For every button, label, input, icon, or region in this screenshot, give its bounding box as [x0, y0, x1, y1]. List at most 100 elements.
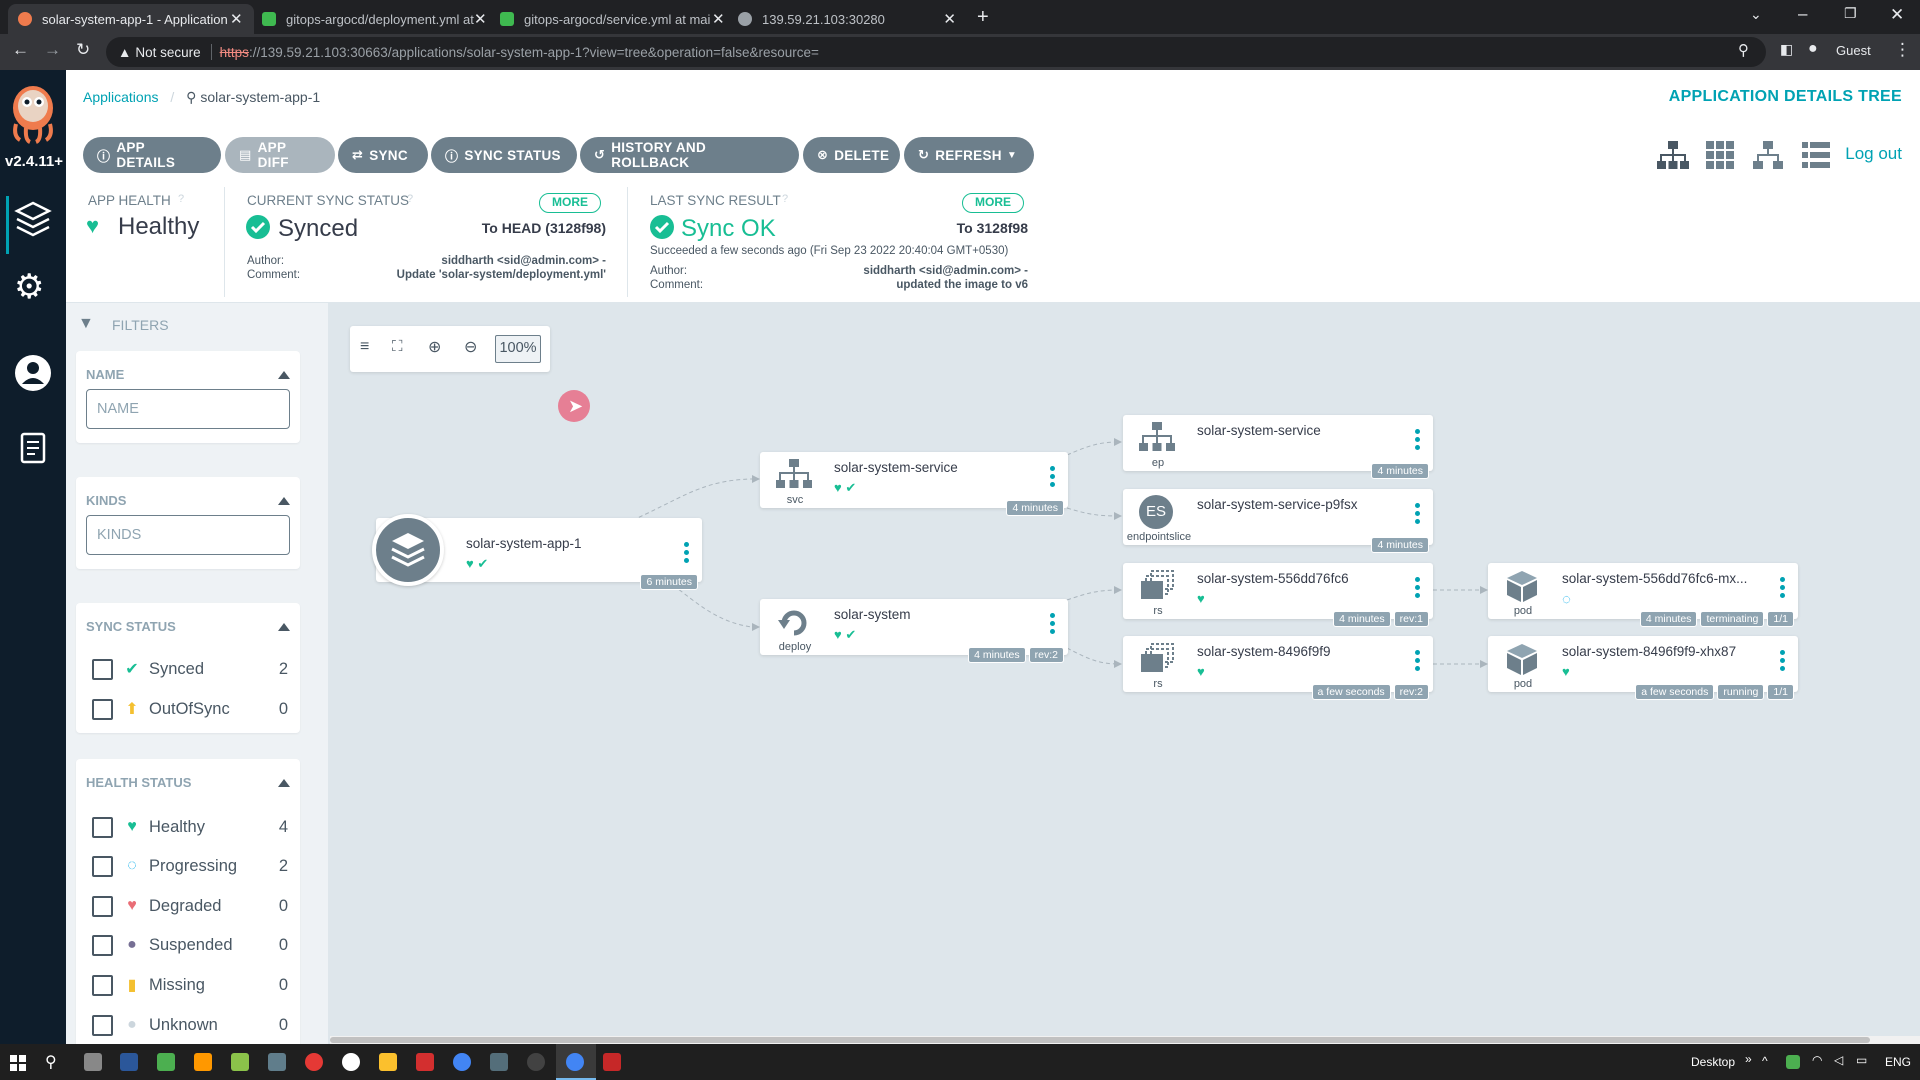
forward-icon[interactable]: →	[44, 40, 61, 59]
horizontal-scrollbar[interactable]	[330, 1036, 1920, 1044]
collapse-caret-icon[interactable]	[278, 497, 290, 505]
filter-suspended[interactable]: ● Suspended 0	[92, 933, 288, 957]
clock-app-icon[interactable]	[342, 1053, 360, 1071]
node-menu-kebab-icon[interactable]	[1050, 466, 1055, 490]
fit-screen-icon[interactable]: ⛶	[392, 338, 403, 355]
align-left-icon[interactable]: ≡	[360, 338, 370, 355]
minimize-icon[interactable]: –	[1798, 4, 1808, 23]
tree-node-replicaset-2[interactable]: rs solar-system-8496f9f9 ♥ a few seconds…	[1123, 636, 1433, 700]
last-sync-more-button[interactable]: MORE	[962, 193, 1024, 213]
tree-node-pod-1[interactable]: pod solar-system-556dd76fc6-mx... ◌ 4 mi…	[1488, 563, 1798, 627]
breadcrumb-applications-link[interactable]: Applications	[83, 89, 159, 105]
close-tab-icon[interactable]: ✕	[230, 11, 243, 28]
node-menu-kebab-icon[interactable]	[1415, 503, 1420, 527]
tree-node-endpoints[interactable]: ep solar-system-service 4 minutes	[1123, 415, 1433, 479]
tray-app-icon[interactable]	[1786, 1055, 1800, 1069]
help-icon[interactable]: ?	[782, 193, 789, 205]
user-info-icon[interactable]	[14, 354, 52, 392]
tab-search-icon[interactable]: ⌄	[1750, 6, 1762, 22]
back-icon[interactable]: ←	[12, 40, 29, 59]
checkbox[interactable]	[92, 816, 113, 838]
windows-start-icon[interactable]	[10, 1055, 26, 1071]
browser-tab-1[interactable]: solar-system-app-1 - Application ✕	[8, 4, 254, 34]
volume-icon[interactable]: ◁	[1834, 1053, 1844, 1067]
language-indicator[interactable]: ENG	[1885, 1055, 1912, 1069]
collapse-caret-icon[interactable]	[278, 371, 290, 379]
node-menu-kebab-icon[interactable]	[1050, 613, 1055, 637]
zoom-level-field[interactable]: 100%	[495, 335, 541, 363]
collapse-caret-icon[interactable]	[278, 623, 290, 631]
sublime-icon[interactable]	[194, 1053, 212, 1071]
app-diff-button[interactable]: ▤APP DIFF	[225, 137, 335, 173]
filter-healthy[interactable]: ♥ Healthy 4	[92, 815, 288, 839]
pdf-reader-icon[interactable]	[416, 1053, 434, 1071]
settings-gear-icon[interactable]: ⚙	[14, 268, 45, 306]
checkbox[interactable]	[92, 658, 113, 680]
editor-icon[interactable]	[231, 1053, 249, 1071]
tree-node-endpointslice[interactable]: ES endpointslice solar-system-service-p9…	[1123, 489, 1433, 553]
recorder-icon[interactable]	[305, 1053, 323, 1071]
zoom-in-icon[interactable]: ⊕	[428, 339, 442, 356]
restore-icon[interactable]: ❐	[1844, 5, 1857, 21]
help-icon[interactable]: ?	[407, 193, 414, 205]
reload-icon[interactable]: ↻	[76, 40, 91, 59]
browser-tab-4[interactable]: 139.59.21.103:30280 ✕	[728, 4, 966, 34]
sync-more-button[interactable]: MORE	[539, 193, 601, 213]
network-view-icon[interactable]	[1752, 140, 1784, 170]
applications-layers-icon[interactable]	[14, 200, 52, 240]
filter-synced[interactable]: ✔ Synced 2	[92, 657, 288, 681]
history-rollback-button[interactable]: ↺HISTORY AND ROLLBACK	[580, 137, 799, 173]
menu-kebab-icon[interactable]: ⋮	[1894, 40, 1911, 59]
node-menu-kebab-icon[interactable]	[1415, 650, 1420, 674]
file-explorer-icon[interactable]	[379, 1053, 397, 1071]
wifi-icon[interactable]: ◠	[1812, 1053, 1823, 1067]
filter-outofsync[interactable]: ⬆ OutOfSync 0	[92, 697, 288, 721]
taskbar-app-icon[interactable]	[84, 1053, 102, 1071]
tray-overflow-icon[interactable]: ^	[1762, 1054, 1768, 1068]
filter-unknown[interactable]: ● Unknown 0	[92, 1013, 288, 1037]
filter-progressing[interactable]: ◌ Progressing 2	[92, 854, 288, 878]
checkbox[interactable]	[92, 698, 113, 720]
obs-icon[interactable]	[527, 1053, 545, 1071]
not-secure-label[interactable]: Not secure	[135, 44, 201, 60]
refresh-button[interactable]: ↻REFRESH▼	[904, 137, 1034, 173]
delete-button[interactable]: ⊗DELETE	[803, 137, 900, 173]
tree-view-icon[interactable]	[1656, 140, 1690, 170]
profile-avatar-icon[interactable]: ●	[1808, 40, 1818, 57]
collapse-caret-icon[interactable]	[278, 779, 290, 787]
documentation-icon[interactable]	[20, 432, 46, 464]
battery-icon[interactable]: ▭	[1856, 1053, 1868, 1067]
search-icon[interactable]: ⚲	[45, 1054, 57, 1071]
tree-node-pod-2[interactable]: pod solar-system-8496f9f9-xhx87 ♥ a few …	[1488, 636, 1798, 700]
kinds-filter-input[interactable]: KINDS	[86, 515, 290, 555]
screen-tool-icon[interactable]	[490, 1053, 508, 1071]
filter-degraded[interactable]: ♥ Degraded 0	[92, 894, 288, 918]
logout-link[interactable]: Log out	[1845, 144, 1902, 163]
terminal-icon[interactable]	[268, 1053, 286, 1071]
new-tab-icon[interactable]: +	[977, 6, 989, 28]
checkbox[interactable]	[92, 855, 113, 877]
profile-name[interactable]: Guest	[1836, 43, 1871, 58]
checkbox[interactable]	[92, 895, 113, 917]
checkbox[interactable]	[92, 934, 113, 956]
browser-tab-2[interactable]: gitops-argocd/deployment.yml at ✕	[252, 4, 490, 34]
powerpoint-icon[interactable]	[603, 1053, 621, 1071]
sidepanel-icon[interactable]: ◧	[1780, 41, 1794, 57]
scrollbar-thumb[interactable]	[330, 1037, 1870, 1043]
node-menu-kebab-icon[interactable]	[1780, 650, 1785, 674]
node-menu-kebab-icon[interactable]	[1415, 429, 1420, 453]
chrome-active-icon[interactable]	[566, 1053, 584, 1071]
zoom-icon[interactable]: ⚲	[1738, 42, 1749, 59]
name-filter-input[interactable]: NAME	[86, 389, 290, 429]
browser-tab-3[interactable]: gitops-argocd/service.yml at mai ✕	[490, 4, 728, 34]
desktop-toolbar-label[interactable]: Desktop	[1691, 1055, 1736, 1069]
tree-node-service[interactable]: svc solar-system-service ♥ ✔ 4 minutes	[760, 452, 1068, 516]
node-menu-kebab-icon[interactable]	[684, 542, 689, 566]
close-tab-icon[interactable]: ✕	[474, 11, 487, 28]
sync-button[interactable]: ⇄SYNC	[338, 137, 428, 173]
chevron-right-icon[interactable]: »	[1745, 1052, 1752, 1066]
checkbox[interactable]	[92, 1014, 113, 1036]
